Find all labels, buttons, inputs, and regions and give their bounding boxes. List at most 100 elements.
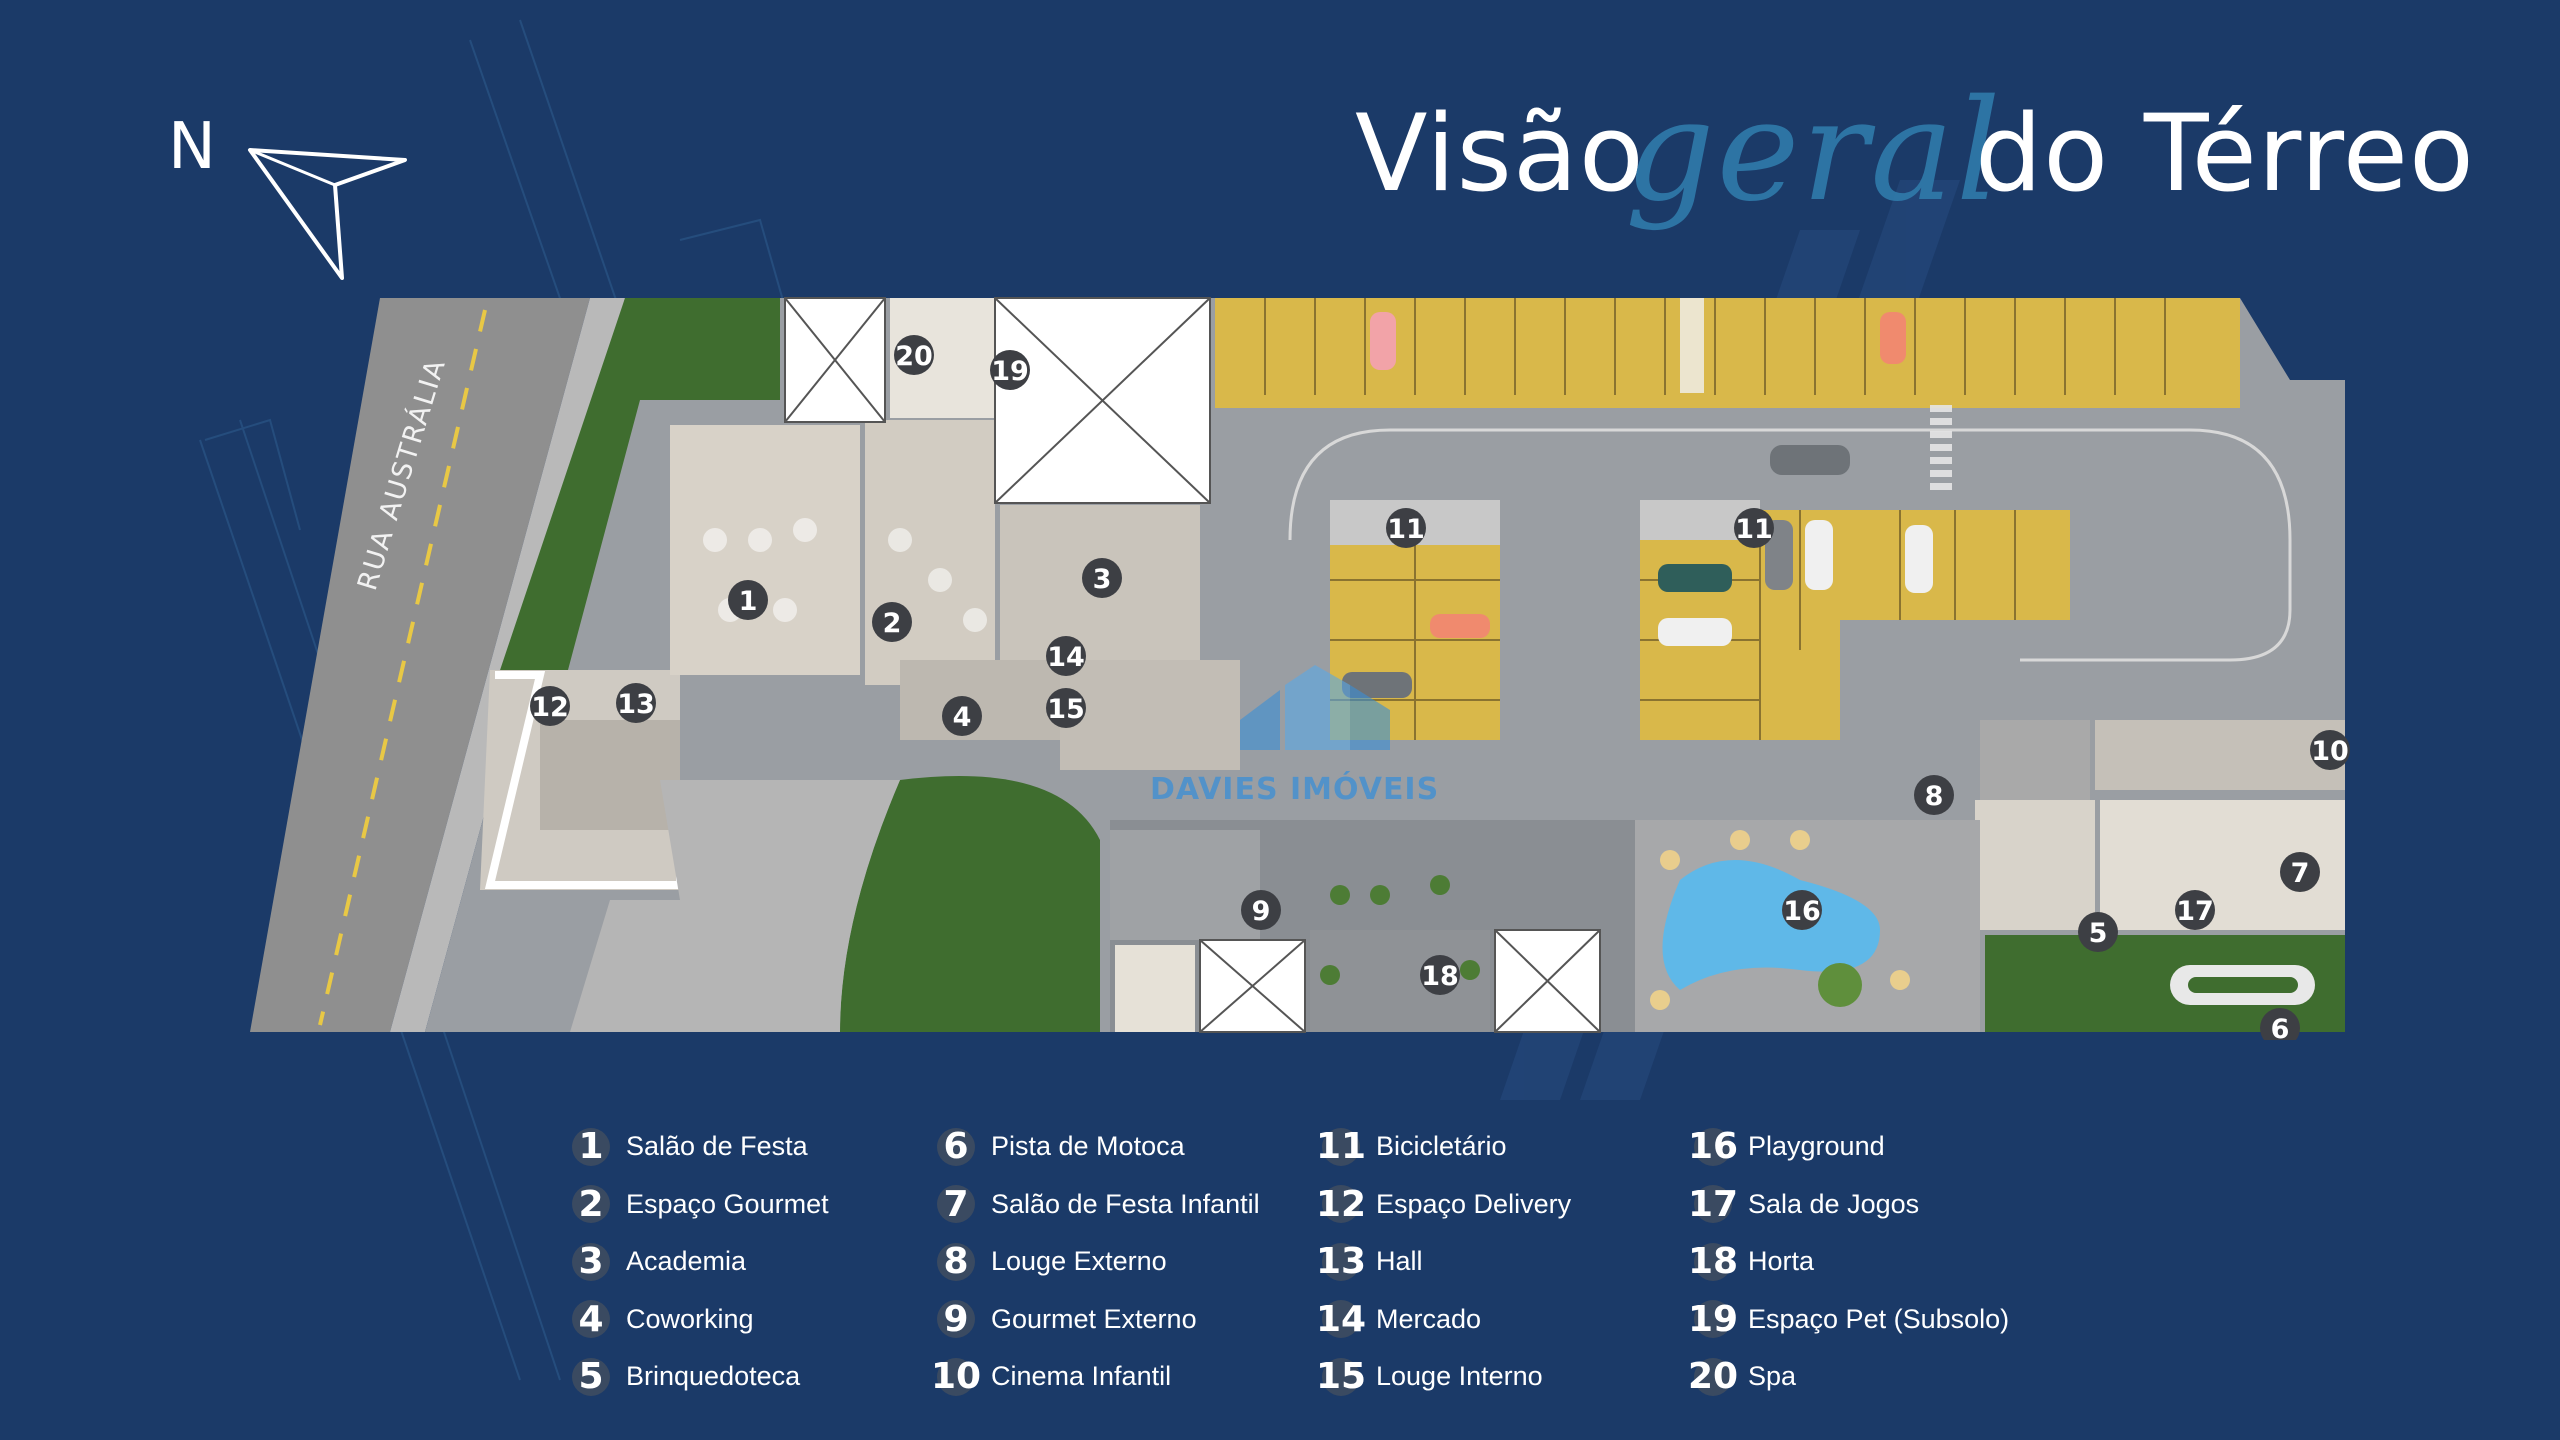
legend-label: Espaço Delivery [1376,1188,1572,1219]
legend-label: Salão de Festa [626,1131,808,1162]
svg-text:2: 2 [883,608,902,639]
legend-number: 20 [1688,1356,1739,1398]
car [1905,525,1933,593]
legend-number: 17 [1688,1183,1739,1225]
market-lounge-room [1060,660,1240,770]
marker-11b: 11 [1734,508,1774,548]
marker-10: 10 [2310,730,2350,770]
svg-text:19: 19 [991,356,1029,387]
legend-label: Pista de Motoca [991,1131,1185,1162]
marker-17: 17 [2175,890,2215,930]
legend-label: Bicicletário [1376,1131,1507,1162]
legend-number: 6 [931,1126,981,1167]
car [1430,614,1490,638]
marker-1: 1 [728,580,768,620]
legend-number: 13 [1316,1241,1367,1283]
svg-text:11: 11 [1735,514,1773,545]
north-arrow-icon [248,148,407,280]
legend-number: 5 [566,1356,616,1397]
car [1658,564,1732,592]
marker-20: 20 [894,335,934,375]
legend-number: 4 [566,1299,616,1340]
svg-text:3: 3 [1093,564,1112,595]
title-script-word: geral [1625,70,2003,233]
legend-item: 16 Playground [1688,1118,2009,1176]
watermark-text: DAVIES IMÓVEIS [1150,772,1440,807]
marker-9: 9 [1241,890,1281,930]
legend-label: Spa [1748,1361,1797,1392]
car [1880,312,1906,364]
legend-number: 1 [566,1126,616,1167]
toy-room [1975,800,2095,930]
svg-text:7: 7 [2291,858,2310,889]
svg-text:15: 15 [1047,694,1085,725]
legend-number: 18 [1688,1241,1739,1283]
crosswalk [1930,405,1952,490]
legend-label: Espaço Gourmet [626,1188,829,1219]
svg-text:4: 4 [953,702,972,733]
svg-text:10: 10 [2311,736,2349,767]
legend-item: 4 Coworking [566,1291,829,1349]
car [1658,618,1732,646]
cinema-area [2095,720,2345,790]
ground-floor-plan: 1 2 3 4 5 6 7 8 9 10 11 11 12 13 14 15 1… [250,297,2350,1040]
gourmet-room [865,420,995,685]
marker-12: 12 [530,686,570,726]
marker-13: 13 [616,683,656,723]
legend-number: 14 [1316,1298,1367,1340]
marker-14: 14 [1046,636,1086,676]
legend-label: Horta [1748,1246,1815,1277]
legend-item: 20 Spa [1688,1348,2009,1406]
marker-7: 7 [2280,852,2320,892]
legend-label: Louge Externo [991,1246,1167,1277]
marker-8: 8 [1914,775,1954,815]
marker-11a: 11 [1386,508,1426,548]
legend-number: 9 [931,1299,981,1340]
legend-number: 7 [931,1184,981,1225]
legend-item: 6 Pista de Motoca [931,1118,1260,1176]
svg-text:13: 13 [617,689,655,720]
marker-4: 4 [942,696,982,736]
legend-label: Playground [1748,1131,1885,1162]
svg-text:18: 18 [1421,961,1459,992]
legend-label: Brinquedoteca [626,1361,801,1392]
svg-text:11: 11 [1387,514,1425,545]
svg-text:12: 12 [531,692,569,723]
legend-label: Louge Interno [1376,1361,1543,1392]
legend-item: 13 Hall [1316,1233,1571,1291]
legend-label: Sala de Jogos [1748,1188,1920,1219]
legend-item: 5 Brinquedoteca [566,1348,829,1406]
gourmet-external [1110,830,1260,940]
legend-number: 16 [1688,1126,1739,1168]
svg-text:14: 14 [1047,642,1085,673]
marker-5: 5 [2078,912,2118,952]
garden-lower [840,776,1100,1032]
legend-label: Coworking [626,1303,754,1334]
legend-number: 3 [566,1241,616,1282]
svg-text:20: 20 [895,341,933,372]
svg-text:1: 1 [739,586,758,617]
legend-label: Hall [1376,1246,1423,1277]
title-part-2: do Térreo [1975,92,2475,215]
svg-text:6: 6 [2271,1014,2290,1040]
svg-text:16: 16 [1783,896,1821,927]
legend-number: 19 [1688,1298,1739,1340]
car [1770,445,1850,475]
plan-markers: 1 2 3 4 5 6 7 8 9 10 11 11 12 13 14 15 1… [530,335,2350,1040]
playground-pool [1662,860,1880,990]
car [1765,520,1793,590]
svg-text:8: 8 [1925,781,1944,812]
